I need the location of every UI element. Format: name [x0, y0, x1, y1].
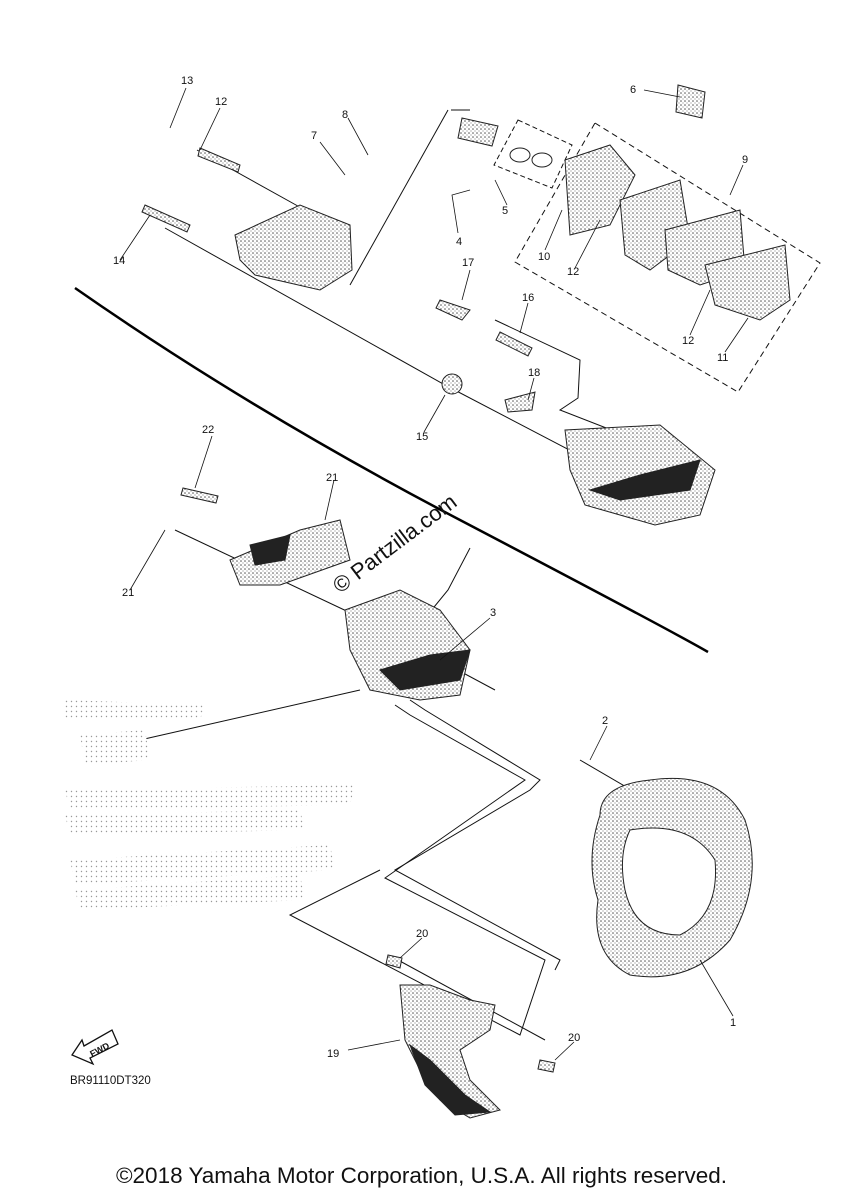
callout-23: 21	[122, 587, 134, 599]
copyright-footer: ©2018 Yamaha Motor Corporation, U.S.A. A…	[115, 1163, 728, 1188]
callout-18: 17	[462, 257, 474, 269]
divider-line	[74, 286, 709, 654]
callout-12a: 12	[567, 266, 579, 278]
callout-21a: 20	[416, 928, 428, 940]
callout-11: 11	[717, 352, 728, 364]
callout-19: 18	[528, 367, 540, 379]
callout-24: 22	[202, 424, 214, 436]
callout-13: 12	[215, 96, 227, 108]
watermark: © Partzilla.com	[328, 489, 461, 598]
callout-15: 14	[113, 255, 125, 267]
callout-9: 9	[742, 154, 748, 166]
callout-22: 21	[326, 472, 338, 484]
callout-16: 15	[416, 431, 428, 443]
leader-lines	[119, 87, 749, 1061]
callout-10: 10	[538, 251, 550, 263]
callout-17: 16	[522, 292, 534, 304]
callout-4: 4	[456, 236, 462, 248]
callout-numbers: 13 12 7 8 6 9 10 12 5 4 14 17 16 12 11 1…	[113, 75, 748, 1060]
callout-12b: 12	[682, 335, 694, 347]
part-shapes	[65, 84, 791, 1119]
callout-3: 3	[490, 607, 496, 619]
callout-1: 1	[730, 1017, 736, 1029]
part-number: BR91110DT320	[70, 1075, 151, 1087]
callout-21b: 20	[568, 1032, 580, 1044]
fwd-arrow-icon: FWD	[71, 1029, 119, 1066]
callout-6: 6	[630, 84, 636, 96]
pin-set-box	[493, 119, 573, 189]
callout-20: 19	[327, 1048, 339, 1060]
callout-14: 13	[181, 75, 193, 87]
callout-7: 7	[311, 130, 317, 142]
callout-2: 2	[602, 715, 608, 727]
callout-8: 8	[342, 109, 348, 121]
callout-5: 5	[502, 205, 508, 217]
